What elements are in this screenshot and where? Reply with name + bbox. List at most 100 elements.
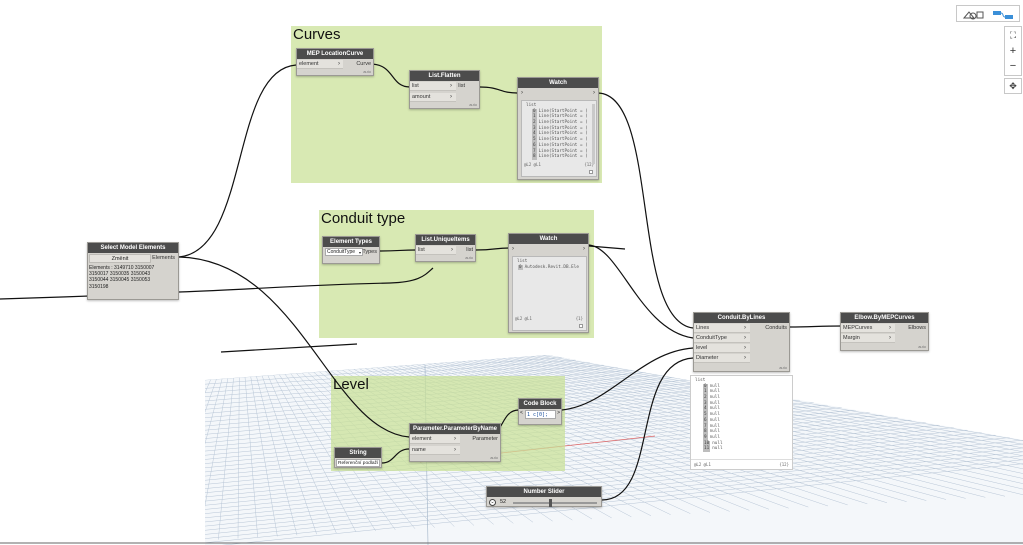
pan-controls	[1004, 78, 1022, 94]
port-arrow-icon: ›	[744, 355, 746, 361]
conduit-type-dropdown[interactable]: ConduitType ▾	[325, 248, 363, 256]
slider-track[interactable]	[513, 502, 597, 504]
info-line: Elements : 3149710 3150007	[89, 265, 155, 271]
port-arrow-icon: ›	[889, 325, 891, 331]
node-parameter-byname[interactable]: Parameter.ParameterByName element › name…	[409, 423, 501, 462]
list-index: 4	[703, 406, 708, 413]
output-port-types[interactable]: Types	[362, 249, 377, 255]
pan-icon[interactable]: ✥	[1009, 81, 1017, 91]
fit-view-icon[interactable]: ⛶	[1009, 30, 1017, 40]
node-conduit-bylines[interactable]: Conduit.ByLines Lines › ConduitType › le…	[693, 312, 790, 372]
output-port-elbows[interactable]: Elbows	[908, 325, 926, 331]
output-port-arrow-icon[interactable]: ›	[593, 90, 595, 96]
list-header: list	[517, 259, 528, 264]
input-port-arrow-icon[interactable]: ›	[512, 246, 514, 252]
string-input[interactable]: Referenční podlaží	[336, 459, 380, 467]
input-port-lines[interactable]: Lines	[696, 325, 710, 331]
group-title: Level	[333, 376, 369, 393]
node-number-slider[interactable]: Number Slider ⌄ 52	[486, 486, 602, 507]
port-arrow-icon: ›	[454, 447, 456, 453]
input-port-element[interactable]: element	[412, 436, 432, 442]
list-value: null	[712, 440, 723, 446]
output-port-conduits[interactable]: Conduits	[765, 325, 787, 331]
node-elbow-bymepcurves[interactable]: Elbow.ByMEPCurves MEPCurves › Margin › E…	[840, 312, 929, 351]
node-element-types[interactable]: Element Types ConduitType ▾ Types	[322, 236, 380, 264]
node-title: Code Block	[519, 399, 561, 409]
input-port-amount[interactable]: amount	[412, 94, 431, 100]
list-value: Line(StartPoint = (	[538, 154, 588, 160]
output-port-curve[interactable]: Curve	[356, 61, 371, 67]
list-value: null	[709, 406, 720, 412]
resize-handle-icon[interactable]	[589, 170, 593, 174]
list-value: null	[709, 423, 720, 429]
input-port-list[interactable]: list	[418, 247, 425, 253]
info-line: 3150017 3150035 3150043	[89, 271, 151, 278]
node-list-uniqueitems[interactable]: List.UniqueItems list › list auto	[415, 234, 476, 262]
node-title: Watch	[509, 234, 588, 244]
output-port-list[interactable]: list	[458, 83, 465, 89]
output-port-arrow-icon[interactable]: >	[557, 410, 560, 416]
input-port-conduittype[interactable]: ConduitType	[696, 335, 727, 341]
input-port-list[interactable]: list	[412, 83, 419, 89]
output-port-elements[interactable]: Elements	[152, 255, 175, 261]
lacing-label: auto	[918, 344, 926, 349]
input-port-name[interactable]: name	[412, 447, 426, 453]
output-port-parameter[interactable]: Parameter	[472, 436, 498, 442]
list-index: 4	[532, 131, 537, 138]
node-title: List.Flatten	[410, 71, 479, 81]
view-toggle-toolbar[interactable]	[956, 5, 1020, 22]
node-string[interactable]: String Referenční podlaží	[334, 447, 382, 468]
node-title: Element Types	[323, 237, 379, 247]
node-mep-locationcurve[interactable]: MEP LocationCurve element › Curve auto	[296, 48, 374, 76]
input-port-arrow-icon[interactable]: <	[520, 410, 523, 416]
node-select-model-elements[interactable]: Select Model Elements Změnit Elements El…	[87, 242, 179, 300]
3d-geometry-view-icon[interactable]	[961, 8, 987, 20]
zoom-in-button[interactable]: +	[1009, 45, 1017, 57]
resize-handle-icon[interactable]	[579, 324, 583, 328]
code-editor[interactable]: 1 c[0];	[525, 410, 556, 419]
selection-info: Elements : 3149710 3150007 3150017 31500…	[89, 265, 154, 290]
info-line: 3150044 3150045 3150053	[89, 277, 151, 284]
output-port-arrow-icon[interactable]: ›	[583, 246, 585, 252]
port-arrow-icon: ›	[744, 345, 746, 351]
list-header: list	[695, 378, 706, 383]
zoom-controls	[1004, 26, 1022, 76]
graph-view-icon[interactable]	[991, 8, 1017, 20]
list-value: Line(StartPoint = (	[538, 131, 588, 137]
string-value: Referenční podlaží	[338, 461, 379, 466]
zoom-out-button[interactable]: −	[1009, 60, 1017, 72]
input-port-level[interactable]: level	[696, 345, 708, 351]
list-index: 10	[703, 440, 711, 447]
node-list-flatten[interactable]: List.Flatten list › amount › list auto	[409, 70, 480, 109]
input-port-element[interactable]: element	[299, 61, 319, 67]
list-value: Line(StartPoint = (	[538, 114, 588, 120]
change-selection-button[interactable]: Změnit	[89, 254, 151, 263]
list-index: 7	[532, 148, 537, 155]
list-levels: @L2 @L1	[524, 162, 541, 167]
input-port-margin[interactable]: Margin	[843, 335, 860, 341]
list-index: 6	[532, 142, 537, 149]
chevron-down-icon: ▾	[358, 250, 361, 255]
slider-thumb[interactable]	[549, 499, 552, 507]
node-code-block[interactable]: Code Block < 1 c[0]; >	[518, 398, 562, 425]
expand-chevron-icon[interactable]: ⌄	[489, 499, 496, 506]
input-port-mepcurves[interactable]: MEPCurves	[843, 325, 873, 331]
output-port-list[interactable]: list	[466, 247, 473, 253]
watch-scrollbar[interactable]	[592, 104, 595, 164]
input-port-arrow-icon[interactable]: ›	[521, 90, 523, 96]
input-port-diameter[interactable]: Diameter	[696, 355, 719, 361]
